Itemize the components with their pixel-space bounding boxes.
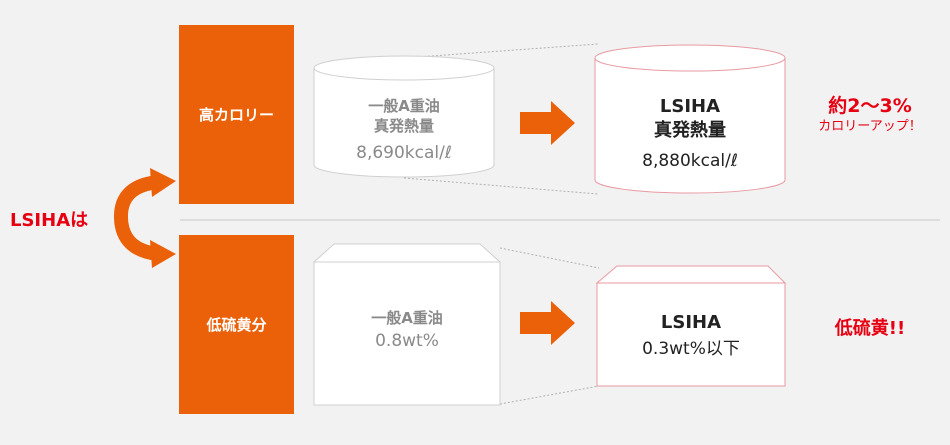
connector-bottom-row1 [403, 177, 599, 195]
category-low-sulfur: 低硫黄分 [179, 235, 294, 414]
after-title-line: LSIHA [660, 312, 722, 333]
after-title-line: 真発熱量 [654, 120, 726, 141]
category-label: 低硫黄分 [206, 316, 267, 334]
connector-top-row2 [499, 247, 600, 269]
before-text-row2: 一般A重油 0.8wt% [314, 300, 500, 360]
lsiha-label: LSIHAは [10, 206, 110, 232]
connector-top-row1 [403, 43, 599, 59]
note-sub: カロリーアップ！ [818, 119, 922, 134]
before-title-line: 一般A重油 [368, 97, 440, 115]
note-main: 低硫黄!! [834, 318, 906, 339]
note-row2: 低硫黄!! [795, 314, 945, 340]
note-main: 約2～3% [828, 95, 912, 117]
box-general-a-heavy-oil [312, 243, 502, 406]
cylinder-lsiha [594, 44, 786, 194]
after-title-line: LSIHA [659, 96, 721, 117]
category-label: 高カロリー [198, 106, 274, 124]
category-high-calorie: 高カロリー [179, 25, 294, 204]
before-title-line: 一般A重油 [371, 309, 443, 327]
after-text-row2: LSIHA 0.3wt%以下 [597, 306, 785, 366]
before-text-row1: 一般A重油 真発熱量 8,690kcal/ℓ [314, 90, 494, 170]
connector-bottom-row2 [499, 385, 600, 405]
box-lsiha [595, 265, 787, 387]
after-value: 0.3wt%以下 [642, 339, 740, 359]
lsiha-label-text: LSIHAは [10, 210, 89, 231]
before-value: 8,690kcal/ℓ [356, 143, 452, 163]
before-title-line: 真発熱量 [373, 117, 434, 135]
arrow-right-icon [520, 301, 575, 345]
after-text-row1: LSIHA 真発熱量 8,880kcal/ℓ [595, 84, 785, 184]
curved-double-arrow-icon [114, 168, 176, 268]
note-row1: 約2～3% カロリーアップ！ [790, 94, 950, 136]
before-value: 0.8wt% [375, 331, 439, 351]
cylinder-general-a-heavy-oil [313, 55, 495, 178]
after-value: 8,880kcal/ℓ [642, 151, 738, 171]
arrow-right-icon [520, 101, 575, 145]
